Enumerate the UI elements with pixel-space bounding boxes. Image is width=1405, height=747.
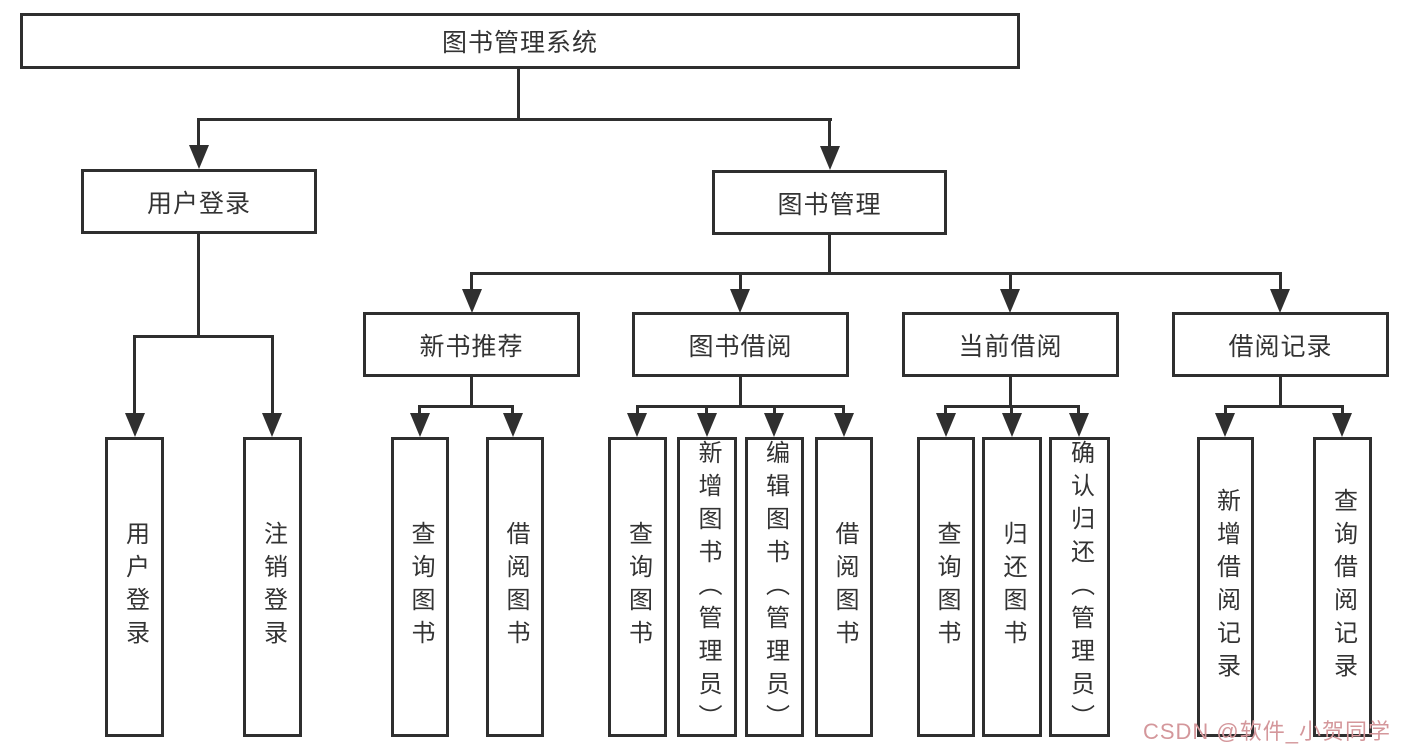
connector-line (944, 405, 1080, 408)
node-library-system: 图书管理系统 (20, 13, 1020, 69)
arrowhead-icon (503, 413, 523, 437)
arrowhead-icon (764, 413, 784, 437)
arrowhead-icon (410, 413, 430, 437)
node-label: 用户登录 (146, 189, 251, 218)
connector-line (1009, 275, 1012, 290)
arrowhead-icon (1332, 413, 1352, 437)
node-label: 编辑图书（管理员） (761, 440, 789, 737)
leaf-add-borrow-record: 新增借阅记录 (1197, 437, 1254, 737)
connector-line (470, 275, 473, 290)
node-label: 查询借阅记录 (1329, 488, 1357, 686)
leaf-logout: 注销登录 (243, 437, 302, 737)
arrowhead-icon (462, 289, 482, 313)
connector-line (636, 408, 639, 414)
node-label: 归还图书 (999, 521, 1026, 653)
connector-line (1224, 405, 1344, 408)
connector-line (842, 408, 845, 414)
connector-line (1010, 408, 1013, 414)
leaf-query-borrow-record: 查询借阅记录 (1313, 437, 1372, 737)
leaf-query-books-borrowing: 查询图书 (608, 437, 667, 737)
arrowhead-icon (1215, 413, 1235, 437)
connector-line (1279, 275, 1282, 290)
connector-line (739, 275, 742, 290)
connector-line (470, 272, 1282, 275)
connector-line (197, 121, 200, 146)
connector-line (1009, 377, 1012, 405)
leaf-edit-books-admin: 编辑图书（管理员） (745, 437, 804, 737)
leaf-borrow-books-recommend: 借阅图书 (486, 437, 544, 737)
connector-line (828, 121, 831, 146)
node-label: 图书管理 (777, 190, 882, 219)
node-label: 新书推荐 (419, 332, 524, 361)
leaf-query-books-recommend: 查询图书 (391, 437, 449, 737)
arrowhead-icon (730, 289, 750, 313)
connector-line (773, 408, 776, 414)
node-new-book-recommend: 新书推荐 (363, 312, 580, 377)
node-label: 借阅记录 (1228, 332, 1333, 361)
node-label: 图书管理系统 (441, 29, 598, 57)
connector-line (418, 408, 421, 414)
node-user-login: 用户登录 (81, 169, 317, 234)
node-book-borrowing: 图书借阅 (632, 312, 849, 377)
connector-line (271, 338, 274, 413)
connector-line (636, 405, 845, 408)
connector-line (470, 377, 473, 405)
arrowhead-icon (1270, 289, 1290, 313)
node-label: 图书借阅 (688, 332, 793, 361)
arrowhead-icon (262, 413, 282, 437)
connector-line (517, 68, 520, 121)
arrowhead-icon (189, 145, 209, 169)
node-book-management: 图书管理 (712, 170, 947, 235)
connector-line (197, 233, 200, 335)
node-label: 新增图书（管理员） (694, 440, 721, 737)
arrowhead-icon (1000, 289, 1020, 313)
leaf-confirm-return-admin: 确认归还（管理员） (1049, 437, 1110, 737)
arrowhead-icon (834, 413, 854, 437)
connector-line (705, 408, 708, 414)
csdn-watermark: CSDN @软件_小贺同学 (1142, 719, 1391, 744)
arrowhead-icon (820, 146, 840, 170)
arrowhead-icon (936, 413, 956, 437)
connector-line (1341, 408, 1344, 414)
node-label: 查询图书 (407, 521, 434, 653)
leaf-user-login: 用户登录 (105, 437, 164, 737)
node-label: 新增借阅记录 (1212, 488, 1240, 686)
leaf-borrow-books: 借阅图书 (815, 437, 873, 737)
leaf-return-books: 归还图书 (982, 437, 1042, 737)
connector-line (197, 118, 832, 121)
connector-line (828, 234, 831, 272)
node-current-borrowing: 当前借阅 (902, 312, 1119, 377)
connector-line (1224, 408, 1227, 414)
node-label: 借阅图书 (831, 521, 858, 653)
connector-line (1279, 377, 1282, 405)
node-label: 确认归还（管理员） (1066, 440, 1094, 737)
connector-line (418, 405, 514, 408)
connector-line (133, 335, 274, 338)
node-label: 查询图书 (624, 521, 652, 653)
node-label: 查询图书 (933, 521, 960, 653)
connector-line (511, 408, 514, 414)
arrowhead-icon (125, 413, 145, 437)
node-label: 用户登录 (121, 521, 149, 653)
node-borrow-records: 借阅记录 (1172, 312, 1389, 377)
connector-line (944, 408, 947, 414)
leaf-add-books-admin: 新增图书（管理员） (677, 437, 737, 737)
node-label: 当前借阅 (958, 332, 1063, 361)
leaf-query-books-current: 查询图书 (917, 437, 975, 737)
connector-line (739, 377, 742, 405)
arrowhead-icon (697, 413, 717, 437)
connector-line (133, 338, 136, 413)
arrowhead-icon (1069, 413, 1089, 437)
node-label: 借阅图书 (502, 521, 529, 653)
node-label: 注销登录 (259, 521, 287, 653)
connector-line (1077, 408, 1080, 414)
arrowhead-icon (1002, 413, 1022, 437)
arrowhead-icon (627, 413, 647, 437)
